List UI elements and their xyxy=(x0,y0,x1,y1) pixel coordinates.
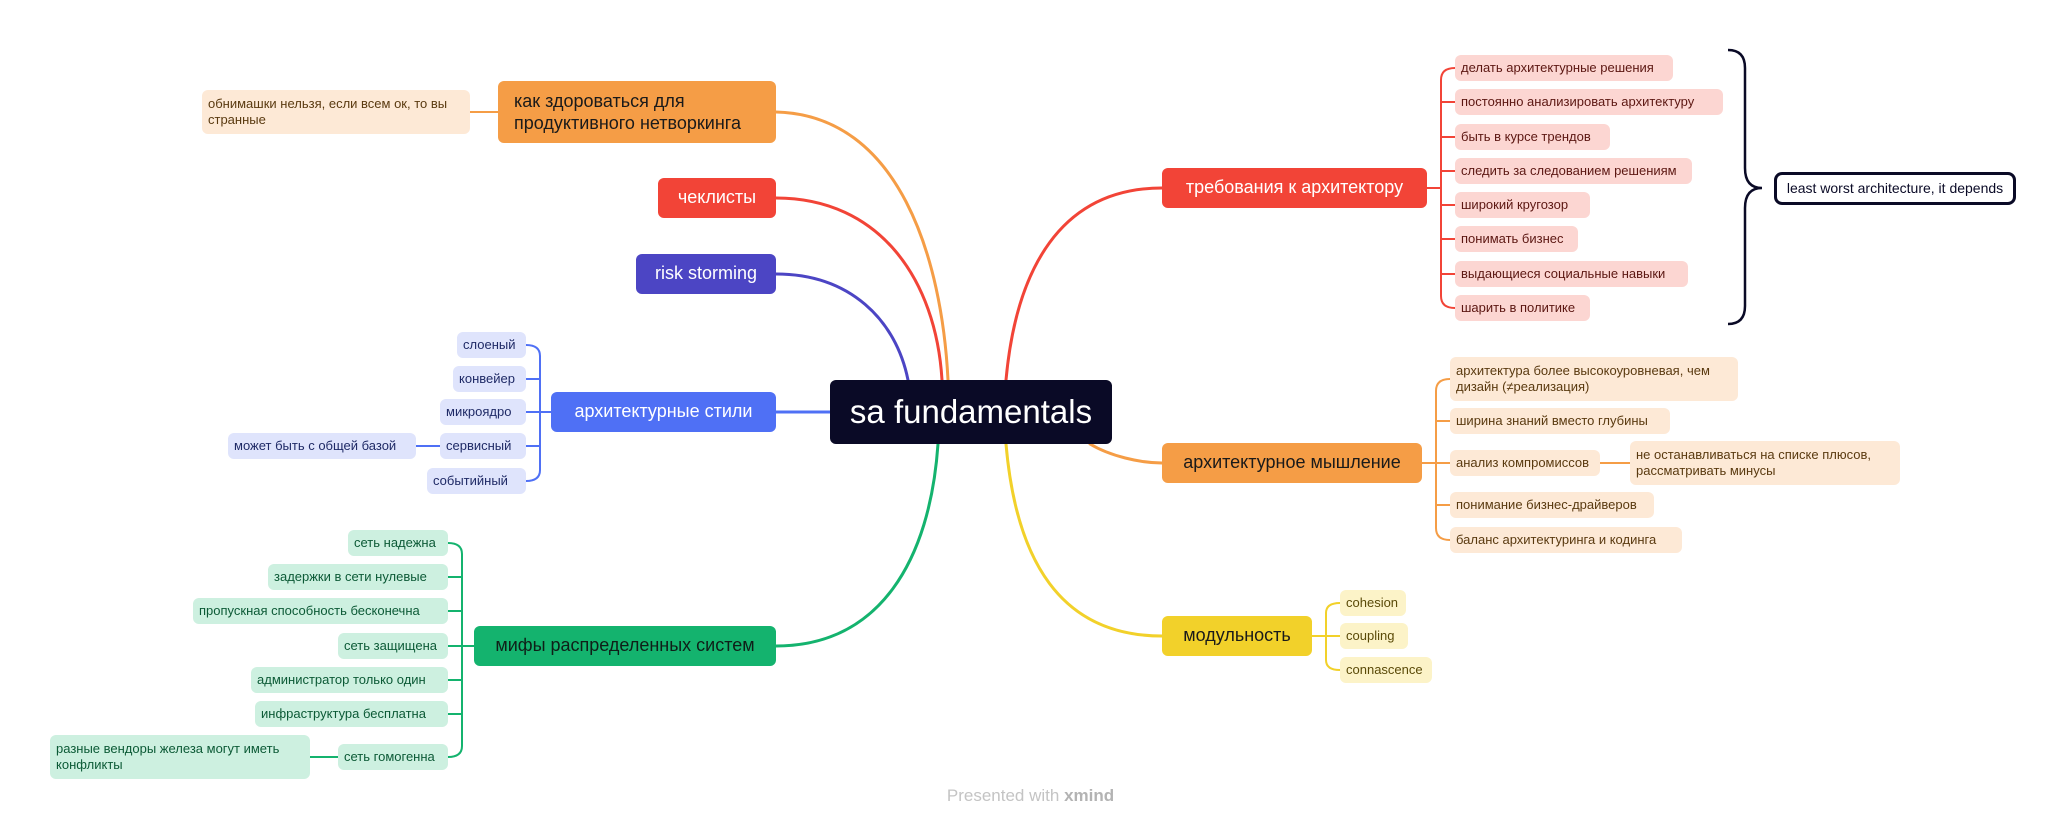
myth-item[interactable]: сеть защищена xyxy=(338,633,448,659)
myth-note[interactable]: разные вендоры железа могут иметь конфли… xyxy=(50,735,310,779)
summary-brace xyxy=(1727,48,1763,326)
presented-with-footer: Presented with xmind xyxy=(0,786,2061,806)
xmind-logo: xmind xyxy=(1064,786,1115,805)
thinking-item[interactable]: ширина знаний вместо глубины xyxy=(1450,408,1670,434)
thinking-note[interactable]: не останавливаться на списке плюсов, рас… xyxy=(1630,441,1900,485)
connector-networking xyxy=(774,110,950,382)
central-topic[interactable]: sa fundamentals xyxy=(830,380,1112,444)
requirement-item[interactable]: следить за следованием решениям xyxy=(1455,158,1692,184)
topic-modularity[interactable]: модульность xyxy=(1162,616,1312,656)
style-item[interactable]: слоеный xyxy=(457,332,526,358)
summary-callout[interactable]: least worst architecture, it depends xyxy=(1774,172,2016,205)
myth-item[interactable]: администратор только один xyxy=(251,667,448,693)
note-networking[interactable]: обнимашки нельзя, если всем ок, то вы ст… xyxy=(202,90,470,134)
topic-risk-storming[interactable]: risk storming xyxy=(636,254,776,294)
connector-checklists xyxy=(774,196,944,382)
thinking-item[interactable]: понимание бизнес-драйверов xyxy=(1450,492,1654,518)
requirement-item[interactable]: шарить в политике xyxy=(1455,295,1590,321)
connector-modularity xyxy=(1004,442,1164,638)
style-note[interactable]: может быть с общей базой xyxy=(228,433,416,459)
topic-architect-requirements[interactable]: требования к архитектору xyxy=(1162,168,1427,208)
myth-item[interactable]: сеть надежна xyxy=(348,530,448,556)
modularity-item[interactable]: cohesion xyxy=(1340,590,1406,616)
topic-checklists[interactable]: чеклисты xyxy=(658,178,776,218)
connector-requirements xyxy=(1004,186,1164,382)
style-item[interactable]: микроядро xyxy=(440,399,526,425)
topic-distributed-myths[interactable]: мифы распределенных систем xyxy=(474,626,776,666)
style-item[interactable]: сервисный xyxy=(440,433,526,459)
requirement-item[interactable]: понимать бизнес xyxy=(1455,226,1578,252)
modularity-item[interactable]: coupling xyxy=(1340,623,1408,649)
requirement-item[interactable]: постоянно анализировать архитектуру xyxy=(1455,89,1723,115)
myth-item[interactable]: пропускная способность бесконечна xyxy=(193,598,448,624)
modularity-item[interactable]: connascence xyxy=(1340,657,1432,683)
thinking-item[interactable]: анализ компромиссов xyxy=(1450,450,1600,476)
requirement-item[interactable]: быть в курсе трендов xyxy=(1455,124,1610,150)
style-item[interactable]: конвейер xyxy=(453,366,526,392)
connector-thinking xyxy=(1088,442,1164,465)
topic-architectural-thinking[interactable]: архитектурное мышление xyxy=(1162,443,1422,483)
style-item[interactable]: событийный xyxy=(427,468,526,494)
myth-item[interactable]: инфраструктура бесплатна xyxy=(255,701,448,727)
connector-risk xyxy=(774,272,910,382)
requirement-item[interactable]: делать архитектурные решения xyxy=(1455,55,1673,81)
requirement-item[interactable]: выдающиеся социальные навыки xyxy=(1455,261,1688,287)
requirement-item[interactable]: широкий кругозор xyxy=(1455,192,1590,218)
thinking-item[interactable]: архитектура более высокоуровневая, чем д… xyxy=(1450,357,1738,401)
thinking-item[interactable]: баланс архитектуринга и кодинга xyxy=(1450,527,1682,553)
myth-item[interactable]: задержки в сети нулевые xyxy=(268,564,448,590)
topic-architecture-styles[interactable]: архитектурные стили xyxy=(551,392,776,432)
topic-networking[interactable]: как здороваться для продуктивного нетвор… xyxy=(498,81,776,143)
footer-prefix: Presented with xyxy=(946,786,1060,805)
connector-myths xyxy=(774,442,940,648)
myth-item[interactable]: сеть гомогенна xyxy=(338,744,448,770)
